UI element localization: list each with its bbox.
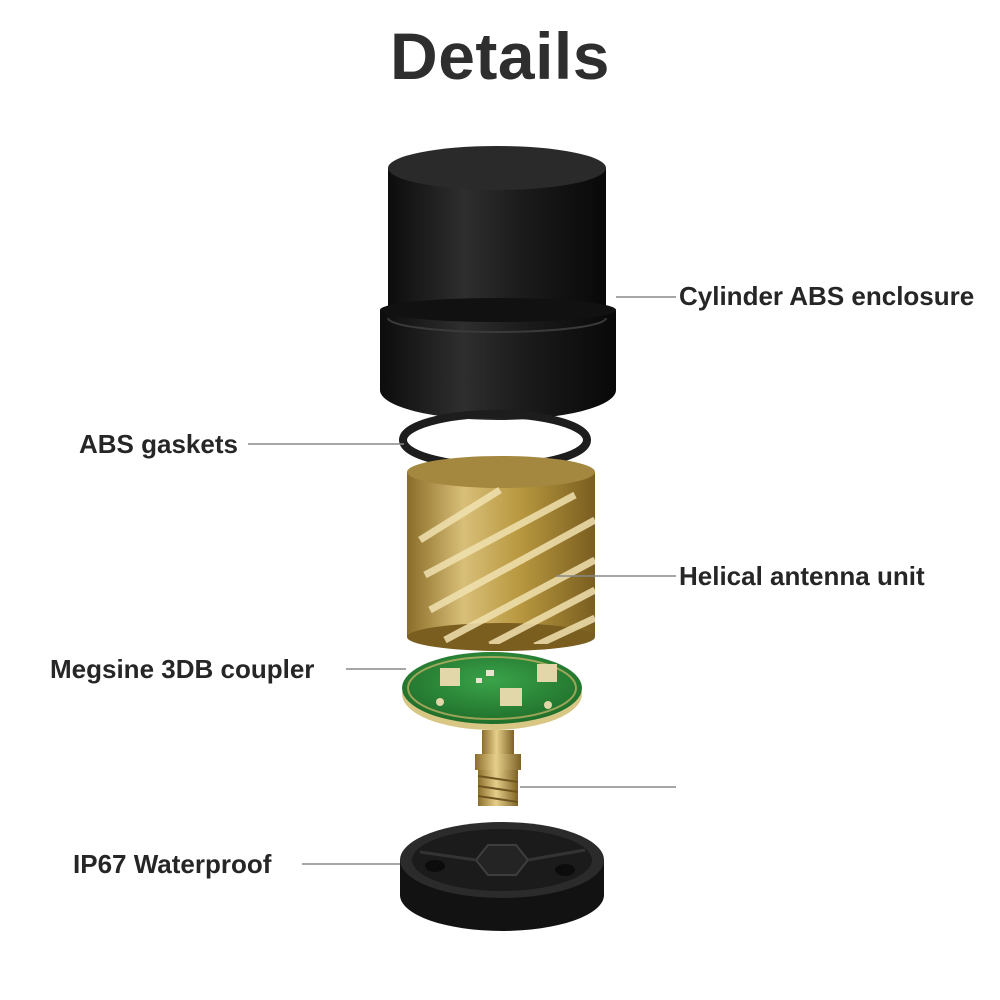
label-coupler: Megsine 3DB coupler (50, 654, 315, 684)
sma-connector (475, 730, 521, 806)
label-helical-antenna: Helical antenna unit (679, 561, 925, 591)
label-cylinder-enclosure: Cylinder ABS enclosure (679, 281, 975, 311)
ip67-base (400, 822, 604, 931)
helical-antenna (407, 456, 595, 651)
coupler-pcb (402, 652, 582, 730)
page-title: Details (390, 19, 610, 93)
label-abs-gaskets: ABS gaskets (79, 429, 238, 459)
enclosure-cap (380, 146, 616, 420)
label-ip67-waterproof: IP67 Waterproof (73, 849, 272, 879)
